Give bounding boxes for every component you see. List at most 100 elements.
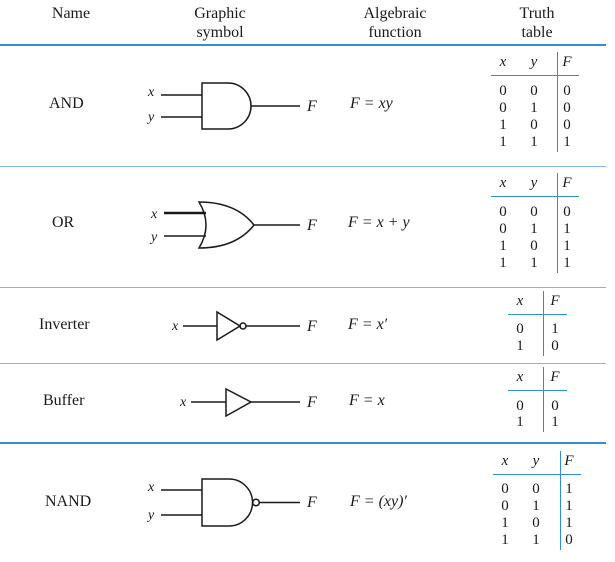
truth-table-cell: 0 bbox=[563, 83, 571, 99]
truth-table-cell: 0 bbox=[499, 221, 507, 237]
truth-table-header-x: x bbox=[499, 54, 507, 70]
function-or: F = x + y bbox=[348, 214, 410, 231]
and-input-y-label: y bbox=[146, 110, 155, 125]
truth-table-cell: 1 bbox=[565, 515, 573, 531]
truth-table-output-divider bbox=[560, 451, 561, 550]
function-buffer: F = x bbox=[349, 392, 385, 409]
or-input-y-label: y bbox=[149, 230, 158, 245]
header-graphic-line1: Graphic bbox=[194, 5, 246, 22]
truth-table-cell: 0 bbox=[516, 398, 524, 414]
gate-name-or: OR bbox=[52, 214, 75, 231]
buffer-output-label: F bbox=[306, 394, 317, 411]
truth-table-output-divider bbox=[557, 173, 558, 273]
truth-table-header-f: F bbox=[550, 293, 560, 309]
header-truth-line1: Truth bbox=[519, 5, 555, 22]
header-name: Name bbox=[46, 4, 96, 23]
buffer-symbol bbox=[191, 387, 300, 418]
truth-table-header-x: x bbox=[501, 453, 509, 469]
truth-table-cell: 0 bbox=[499, 204, 507, 220]
truth-table-header-rule bbox=[508, 390, 567, 391]
or-input-x-label: x bbox=[150, 207, 158, 222]
truth-table-header-y: y bbox=[532, 453, 540, 469]
truth-table-cell: 0 bbox=[516, 321, 524, 337]
truth-table-cell: 1 bbox=[530, 134, 538, 150]
truth-table-header-x: x bbox=[516, 369, 524, 385]
truth-table-header-rule bbox=[493, 474, 581, 475]
truth-table-cell: 1 bbox=[501, 515, 509, 531]
nand-output-label: F bbox=[306, 494, 317, 511]
truth-table-output-divider bbox=[543, 291, 544, 356]
truth-table-cell: 1 bbox=[532, 498, 540, 514]
truth-table-cell: 0 bbox=[501, 498, 509, 514]
truth-table-cell: 1 bbox=[499, 134, 507, 150]
truth-table-header-f: F bbox=[564, 453, 574, 469]
buffer-input-x-label: x bbox=[179, 395, 187, 410]
truth-table-header-y: y bbox=[530, 175, 538, 191]
truth-table-header-x: x bbox=[499, 175, 507, 191]
truth-table-cell: 1 bbox=[499, 238, 507, 254]
truth-table-header-rule bbox=[491, 196, 579, 197]
truth-table-cell: 1 bbox=[532, 532, 540, 548]
header-name-text: Name bbox=[51, 5, 91, 22]
separator-header bbox=[0, 44, 606, 46]
gate-name-buffer: Buffer bbox=[43, 392, 85, 409]
truth-table-header-f: F bbox=[562, 175, 572, 191]
inverter-output-label: F bbox=[306, 318, 317, 335]
function-nand: F = (xy)′ bbox=[350, 493, 407, 510]
truth-table-cell: 1 bbox=[499, 255, 507, 271]
truth-table-header-f: F bbox=[550, 369, 560, 385]
nand-input-x-label: x bbox=[147, 480, 155, 495]
truth-table-cell: 0 bbox=[530, 83, 538, 99]
truth-table-cell: 1 bbox=[501, 532, 509, 548]
function-inverter: F = x′ bbox=[348, 316, 388, 333]
truth-table-cell: 0 bbox=[530, 238, 538, 254]
gate-name-and: AND bbox=[49, 95, 84, 112]
truth-table-cell: 1 bbox=[563, 221, 571, 237]
truth-table-cell: 1 bbox=[499, 117, 507, 133]
truth-table-cell: 0 bbox=[499, 83, 507, 99]
header-truth-table: Truth table bbox=[502, 4, 572, 42]
truth-table-header-rule bbox=[508, 314, 567, 315]
truth-table-cell: 0 bbox=[551, 338, 559, 354]
inverter-input-x-label: x bbox=[171, 319, 179, 334]
separator-or-inverter bbox=[0, 287, 606, 288]
or-output-label: F bbox=[306, 217, 317, 234]
truth-table-header-rule bbox=[491, 75, 579, 76]
truth-table-cell: 0 bbox=[530, 204, 538, 220]
truth-table-cell: 0 bbox=[501, 481, 509, 497]
nand-gate-symbol bbox=[161, 478, 300, 527]
truth-table-cell: 1 bbox=[530, 100, 538, 116]
and-gate-symbol bbox=[161, 82, 300, 130]
truth-table-cell: 0 bbox=[563, 100, 571, 116]
truth-table-cell: 0 bbox=[551, 398, 559, 414]
header-algebraic-function: Algebraic function bbox=[350, 4, 440, 42]
gate-name-inverter: Inverter bbox=[39, 316, 90, 333]
truth-table-cell: 1 bbox=[530, 255, 538, 271]
truth-table-cell: 1 bbox=[551, 321, 559, 337]
truth-table-cell: 1 bbox=[565, 481, 573, 497]
gate-name-nand: NAND bbox=[45, 493, 92, 510]
nand-input-y-label: y bbox=[146, 508, 155, 523]
truth-table-cell: 0 bbox=[565, 532, 573, 548]
truth-table-cell: 0 bbox=[499, 100, 507, 116]
function-and: F = xy bbox=[350, 95, 393, 112]
header-graphic-symbol: Graphic symbol bbox=[180, 4, 260, 42]
header-truth-line2: table bbox=[521, 24, 553, 41]
truth-table-cell: 1 bbox=[516, 338, 524, 354]
truth-table-cell: 0 bbox=[532, 481, 540, 497]
truth-table-output-divider bbox=[557, 52, 558, 152]
separator-buffer-nand bbox=[0, 442, 606, 444]
separator-and-or bbox=[0, 166, 606, 167]
truth-table-cell: 1 bbox=[516, 414, 524, 430]
inverter-symbol bbox=[183, 310, 300, 342]
truth-table-cell: 0 bbox=[530, 117, 538, 133]
truth-table-cell: 1 bbox=[565, 498, 573, 514]
truth-table-cell: 0 bbox=[532, 515, 540, 531]
and-output-label: F bbox=[306, 98, 317, 115]
separator-inverter-buffer bbox=[0, 363, 606, 364]
truth-table-cell: 1 bbox=[563, 238, 571, 254]
or-gate-symbol bbox=[164, 201, 300, 249]
header-algebraic-line1: Algebraic bbox=[363, 5, 427, 22]
truth-table-cell: 1 bbox=[563, 255, 571, 271]
